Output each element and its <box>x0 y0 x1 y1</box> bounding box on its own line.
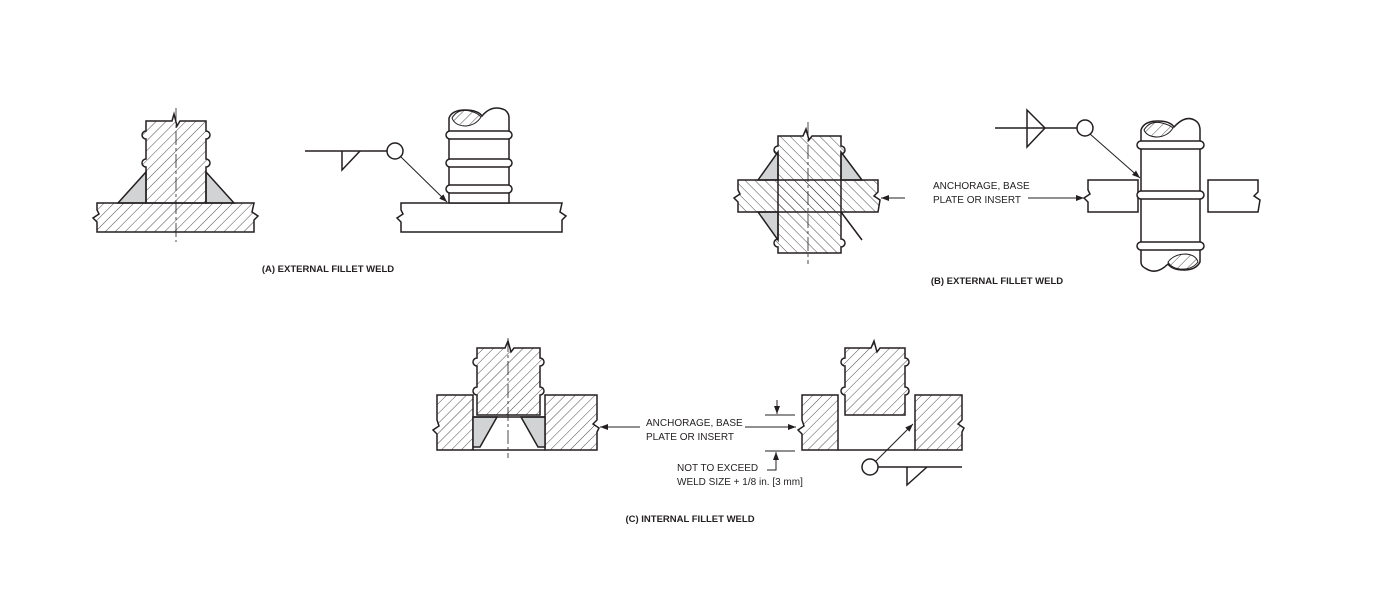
label-line: ANCHORAGE, BASE <box>933 181 1030 192</box>
stud <box>773 126 846 254</box>
caption-c: (C) INTERNAL FILLET WELD <box>625 514 755 525</box>
base-plate <box>395 202 568 233</box>
caption-b: (B) EXTERNAL FILLET WELD <box>930 276 1064 287</box>
dimension-lines <box>765 400 795 471</box>
anchorage-label-b: ANCHORAGE, BASE PLATE OR INSERT <box>933 180 1030 208</box>
base-plate <box>91 202 260 233</box>
note-line: NOT TO EXCEED <box>677 463 759 474</box>
fillet-weld-symbol <box>1026 108 1047 149</box>
label-line: PLATE OR INSERT <box>933 195 1021 206</box>
fillet-weld <box>205 170 236 204</box>
label-line: ANCHORAGE, BASE <box>646 418 743 429</box>
fillet-weld-symbol <box>341 150 361 172</box>
tolerance-note: NOT TO EXCEED WELD SIZE + 1/8 in. [3 mm] <box>677 462 803 490</box>
fig-b-symbol-view <box>995 108 1261 272</box>
fig-b-section <box>732 122 1084 264</box>
label-line: PLATE OR INSERT <box>646 432 734 443</box>
fillet-weld <box>116 170 147 204</box>
caption-a: (A) EXTERNAL FILLET WELD <box>261 264 395 275</box>
fig-a-section <box>91 108 260 242</box>
weld-all-around-icon <box>386 142 404 160</box>
anchorage-label-c: ANCHORAGE, BASE PLATE OR INSERT <box>646 417 743 445</box>
fig-c-section <box>431 338 796 458</box>
fig-a-symbol-view <box>305 107 568 233</box>
note-line: WELD SIZE + 1/8 in. [3 mm] <box>677 477 803 488</box>
weld-all-around-icon <box>1076 119 1094 137</box>
fig-c-symbol-view <box>765 338 965 487</box>
